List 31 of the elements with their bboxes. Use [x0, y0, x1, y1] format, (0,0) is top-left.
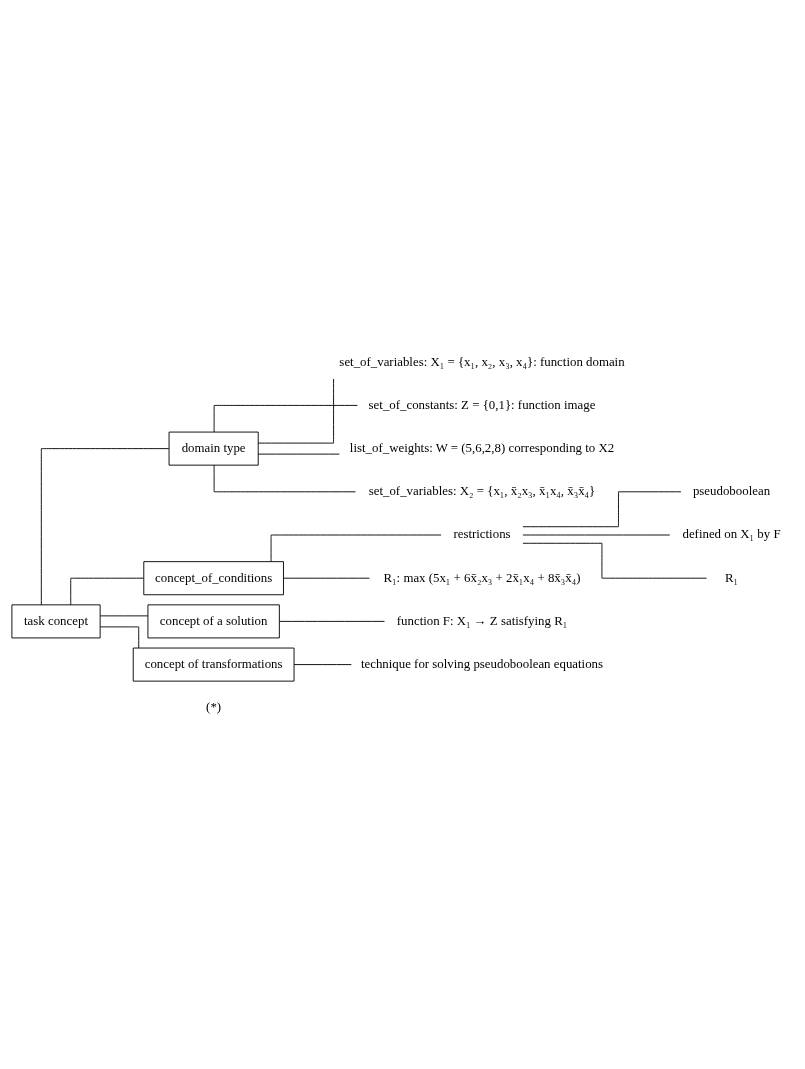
connector — [99, 614, 149, 616]
connector — [99, 625, 140, 648]
node-text: R₁ — [724, 570, 739, 585]
node-box: concept of transformations — [132, 647, 295, 682]
connector — [40, 447, 170, 605]
connector — [522, 490, 682, 527]
connector — [257, 453, 340, 455]
node-text: restrictions — [453, 526, 511, 541]
node-text: set_of_variables: X₂ = {x₁, x̄₂x₃, x̄₁x₄, x̄₃x̄₄} — [368, 483, 596, 498]
connector — [293, 663, 352, 665]
node-box: concept of a solution — [147, 603, 280, 638]
connector — [257, 378, 335, 444]
node-text: defined on X₁ by F — [682, 526, 781, 541]
connector — [279, 620, 385, 622]
node-box: domain type — [168, 431, 259, 466]
node-text: technique for solving pseudoboolean equations — [360, 656, 604, 671]
connector — [70, 577, 144, 605]
node-text: pseudoboolean — [692, 483, 771, 498]
connector — [270, 534, 442, 562]
connector — [213, 464, 356, 492]
node-box: task concept — [11, 603, 101, 638]
node-text: function F: X₁ → Z satisfying R₁ — [396, 613, 568, 628]
label: (*) — [206, 699, 222, 714]
node-box: concept_of_conditions — [143, 560, 284, 595]
connector — [283, 577, 370, 579]
node-text: R₁: max (5x₁ + 6x̄₂x₃ + 2x̄₁x₄ + 8x̄₃x̄₄) — [383, 570, 581, 585]
node-text: set_of_variables: X₁ = {x₁, x₂, x₃, x₄}: function domain — [339, 354, 625, 369]
node-text: set_of_constants: Z = {0,1}: function image — [368, 397, 596, 412]
connector — [522, 542, 707, 579]
node-text: list_of_weights: W = (5,6,2,8) corresponding to X2 — [349, 440, 615, 455]
connector — [213, 404, 358, 432]
